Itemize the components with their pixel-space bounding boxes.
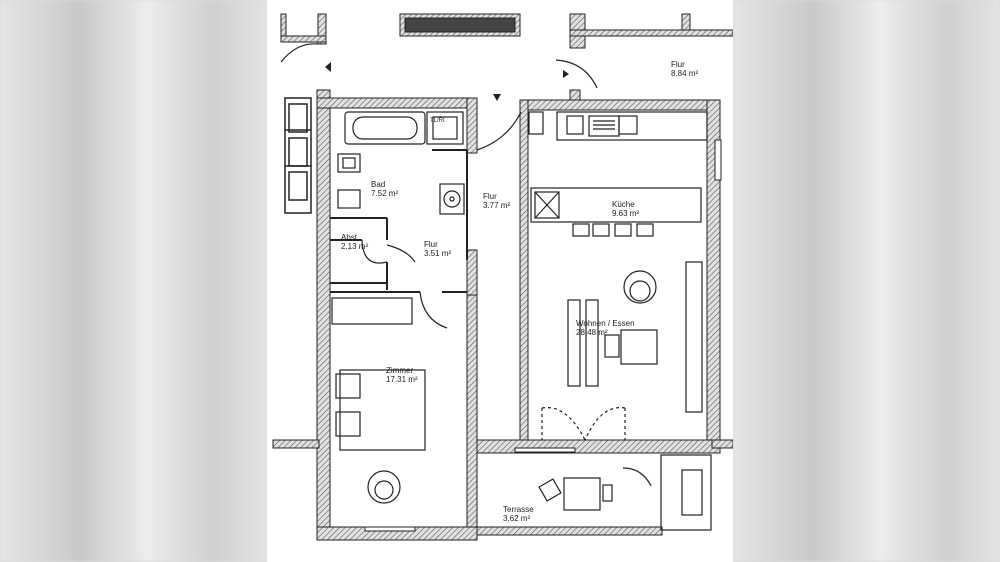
room-label-bad: Bad 7.52 m² <box>371 180 398 198</box>
room-area: 7.52 m² <box>371 189 399 198</box>
room-name: Flur <box>424 240 438 249</box>
left-column <box>284 97 312 214</box>
wc-label: TL/RI <box>430 118 445 124</box>
room-name: Abst. <box>341 233 360 242</box>
room-name: Flur <box>671 60 685 69</box>
room-label-zimmer: Zimmer 17.31 m² <box>386 366 418 384</box>
room-label-wohnen: Wohnen / Essen 28.48 m² <box>576 319 635 337</box>
bedroom-furniture <box>331 297 426 504</box>
room-area: 8.84 m² <box>671 69 699 78</box>
room-name: Flur <box>483 192 497 201</box>
blurred-background-left <box>0 0 267 562</box>
room-label-flur-main: Flur 3.77 m² <box>483 192 510 210</box>
room-area: 2.13 m² <box>341 242 369 251</box>
floor-plan: Flur 8.84 m² Bad 7.52 m² Flur 3.77 m² Kü… <box>267 0 733 562</box>
door-swings <box>280 43 652 487</box>
room-area: 28.48 m² <box>576 328 608 337</box>
room-area: 3.62 m² <box>503 514 531 523</box>
room-name: Terrasse <box>503 505 534 514</box>
room-area: 17.31 m² <box>386 375 418 384</box>
outer-walls <box>272 89 733 541</box>
room-name: Wohnen / Essen <box>576 319 635 328</box>
interior-walls <box>330 149 468 293</box>
room-area: 3.77 m² <box>483 201 511 210</box>
room-name: Küche <box>612 200 635 209</box>
room-area: 3.51 m² <box>424 249 452 258</box>
room-label-abst: Abst. 2.13 m² <box>341 233 368 251</box>
room-area: 9.63 m² <box>612 209 640 218</box>
floor-plan-drawing <box>272 13 733 541</box>
room-label-flur-small: Flur 3.51 m² <box>424 240 451 258</box>
terrace-furniture <box>538 454 712 531</box>
bathroom-fixtures <box>337 111 465 215</box>
room-label-flur-top: Flur 8.84 m² <box>671 60 698 78</box>
room-label-kueche: Küche 9.63 m² <box>612 200 639 218</box>
living-furniture <box>567 261 703 413</box>
arrow-markers <box>325 62 569 101</box>
kitchen-fixtures <box>528 111 708 237</box>
room-label-terrasse: Terrasse 3.62 m² <box>503 505 534 523</box>
blurred-background-right <box>733 0 1000 562</box>
windows <box>364 139 722 532</box>
top-walls <box>280 13 733 105</box>
room-name: Zimmer <box>386 366 414 375</box>
room-name: Bad <box>371 180 386 189</box>
